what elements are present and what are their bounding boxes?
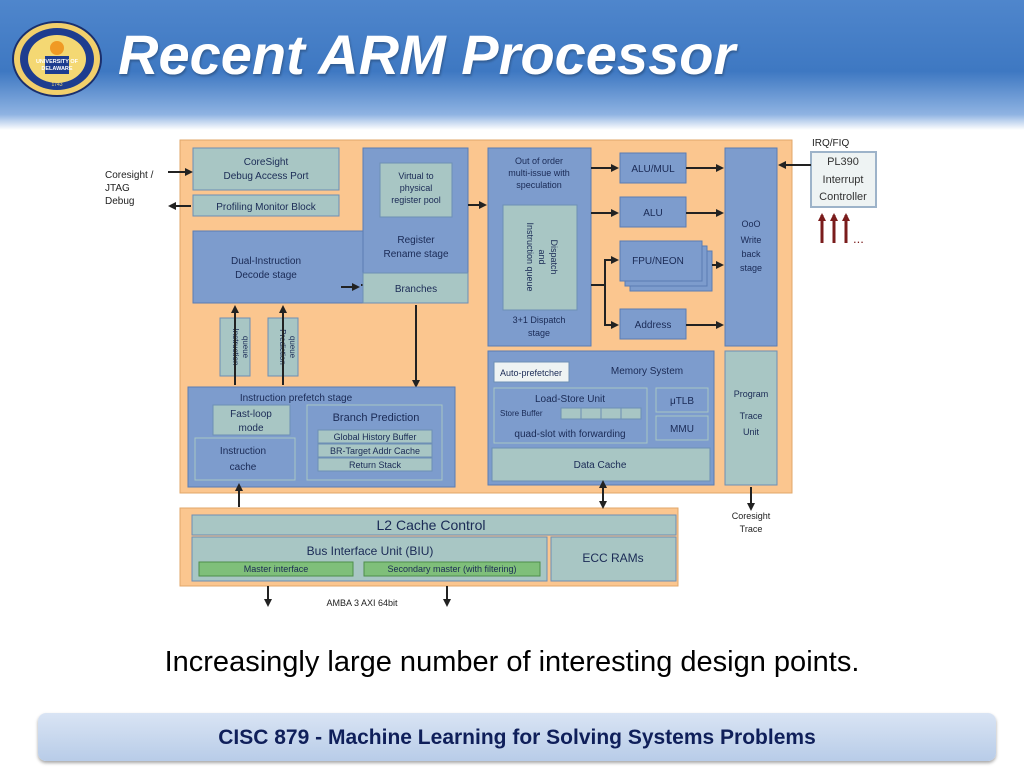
svg-text:FPU/NEON: FPU/NEON [632, 256, 684, 267]
svg-text:physical: physical [400, 183, 433, 193]
svg-text:Instruction prefetch stage: Instruction prefetch stage [240, 393, 353, 404]
global-history-buffer [317, 429, 433, 444]
secondary-master-block [363, 561, 541, 577]
svg-text:JTAG: JTAG [105, 183, 130, 194]
auto-prefetcher-block [493, 361, 570, 383]
svg-text:...: ... [853, 231, 864, 246]
fast-loop-mode-block [212, 404, 291, 436]
svg-text:Fast-loop: Fast-loop [230, 409, 272, 420]
svg-text:Bus Interface Unit (BIU): Bus Interface Unit (BIU) [307, 544, 434, 558]
virtual-register-pool-block [379, 162, 453, 218]
svg-text:Debug Access Port: Debug Access Port [223, 171, 308, 182]
svg-text:Dispatch: Dispatch [549, 239, 559, 274]
svg-text:Debug: Debug [105, 196, 134, 207]
svg-text:Branch Prediction: Branch Prediction [333, 412, 420, 424]
svg-text:CoreSight: CoreSight [244, 157, 289, 168]
program-trace-unit-block [724, 350, 778, 486]
svg-text:ECC RAMs: ECC RAMs [582, 551, 643, 565]
svg-text:Profiling Monitor Block: Profiling Monitor Block [216, 202, 316, 213]
svg-text:Unit: Unit [743, 427, 760, 437]
alu-mul-block [619, 152, 687, 184]
svg-text:Instruction queue: Instruction queue [525, 222, 535, 291]
ecc-rams-block [550, 536, 677, 582]
svg-text:Memory System: Memory System [611, 366, 683, 377]
svg-text:back: back [741, 249, 761, 259]
br-target-addr-cache [317, 443, 433, 458]
svg-text:Branches: Branches [395, 284, 437, 295]
svg-text:Dual-Instruction: Dual-Instruction [231, 256, 301, 267]
svg-text:cache: cache [230, 462, 257, 473]
svg-text:Decode stage: Decode stage [235, 270, 297, 281]
svg-text:Global History Buffer: Global History Buffer [334, 432, 417, 442]
pl390-interrupt-controller-block [810, 151, 877, 208]
svg-text:ALU/MUL: ALU/MUL [631, 164, 675, 175]
svg-text:queue: queue [288, 336, 297, 359]
utlb-block [655, 387, 709, 413]
mmu-block [655, 415, 709, 441]
profiling-monitor-block [192, 194, 340, 217]
svg-text:and: and [537, 249, 547, 264]
svg-text:Data Cache: Data Cache [574, 460, 627, 471]
svg-text:OoO: OoO [741, 219, 760, 229]
svg-text:ALU: ALU [643, 208, 662, 219]
svg-text:Master interface: Master interface [244, 564, 309, 574]
arm-processor-block-diagram: Coresight / JTAG Debug CoreSight Debug A… [105, 138, 877, 608]
return-stack [317, 457, 433, 472]
svg-text:L2 Cache Control: L2 Cache Control [377, 517, 486, 533]
svg-text:UNIVERSITY OF: UNIVERSITY OF [36, 59, 79, 65]
svg-text:Controller: Controller [819, 191, 867, 203]
ooo-writeback-block [724, 147, 778, 347]
coresight-debug-port-block [192, 147, 340, 191]
slide-header: UNIVERSITY OF DELAWARE 1743 Recent ARM P… [0, 0, 1024, 130]
svg-text:Rename stage: Rename stage [383, 249, 448, 260]
svg-text:quad-slot with forwarding: quad-slot with forwarding [514, 429, 625, 440]
svg-text:Trace: Trace [740, 411, 763, 421]
svg-text:stage: stage [740, 263, 762, 273]
branches-block [362, 272, 469, 304]
svg-text:BR-Target Addr Cache: BR-Target Addr Cache [330, 446, 420, 456]
svg-text:Out of order: Out of order [515, 156, 563, 166]
svg-text:Load-Store Unit: Load-Store Unit [535, 394, 605, 405]
slide-title: Recent ARM Processor [118, 23, 736, 86]
instruction-cache-block [194, 437, 296, 481]
svg-text:register pool: register pool [391, 195, 441, 205]
svg-text:3+1 Dispatch: 3+1 Dispatch [513, 315, 566, 325]
svg-text:multi-issue with: multi-issue with [508, 168, 570, 178]
amba-axi-label: AMBA 3 AXI 64bit [326, 598, 398, 608]
svg-text:Write: Write [741, 235, 762, 245]
dual-instruction-decode-block [192, 230, 364, 304]
svg-text:Trace: Trace [740, 524, 763, 534]
svg-text:Auto-prefetcher: Auto-prefetcher [500, 368, 562, 378]
svg-text:1743: 1743 [51, 82, 62, 88]
coresight-trace-label: Coresight [732, 511, 771, 521]
svg-text:μTLB: μTLB [670, 396, 694, 407]
svg-text:speculation: speculation [516, 180, 562, 190]
master-interface-block [198, 561, 354, 577]
footer-course-title: CISC 879 - Machine Learning for Solving … [218, 726, 816, 749]
alu-block [619, 196, 687, 228]
svg-text:Program: Program [734, 389, 769, 399]
svg-text:PL390: PL390 [827, 156, 859, 168]
svg-text:Register: Register [397, 235, 435, 246]
svg-text:DELAWARE: DELAWARE [41, 66, 73, 72]
fpu-neon-block [619, 240, 703, 282]
svg-text:mode: mode [238, 423, 263, 434]
svg-text:Address: Address [635, 320, 672, 331]
svg-text:Interrupt: Interrupt [823, 174, 864, 186]
svg-text:Instruction: Instruction [220, 446, 266, 457]
svg-text:MMU: MMU [670, 424, 694, 435]
coresight-jtag-label: Coresight / [105, 170, 154, 181]
address-block [619, 308, 687, 340]
svg-text:Return Stack: Return Stack [349, 460, 402, 470]
irq-fiq-label: IRQ/FIQ [812, 138, 849, 149]
svg-text:stage: stage [528, 328, 550, 338]
footer-bar: CISC 879 - Machine Learning for Solving … [38, 713, 996, 761]
instruction-queue-dispatch-block [502, 204, 578, 311]
svg-text:Secondary master (with filteri: Secondary master (with filtering) [387, 564, 516, 574]
slide-caption: Increasingly large number of interesting… [164, 646, 860, 678]
svg-text:Store Buffer: Store Buffer [500, 409, 543, 418]
svg-text:Virtual to: Virtual to [398, 171, 433, 181]
svg-text:queue: queue [241, 336, 250, 359]
university-of-delaware-seal-icon: UNIVERSITY OF DELAWARE 1743 [12, 21, 102, 97]
